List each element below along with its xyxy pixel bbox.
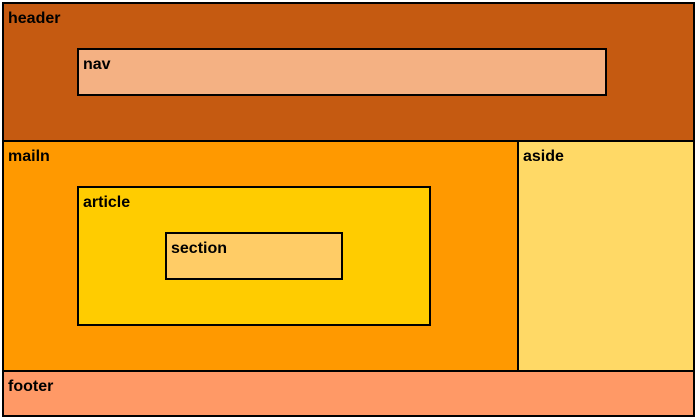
section-region: section [165, 232, 343, 280]
header-label: header [8, 10, 61, 27]
section-label: section [171, 240, 228, 257]
main-label: mailn [8, 148, 50, 165]
footer-region: footer [2, 370, 695, 417]
nav-label: nav [83, 56, 111, 73]
aside-region: aside [517, 140, 695, 373]
footer-label: footer [8, 378, 54, 395]
article-label: article [83, 194, 131, 211]
nav-region: nav [77, 48, 607, 96]
aside-label: aside [523, 148, 564, 165]
